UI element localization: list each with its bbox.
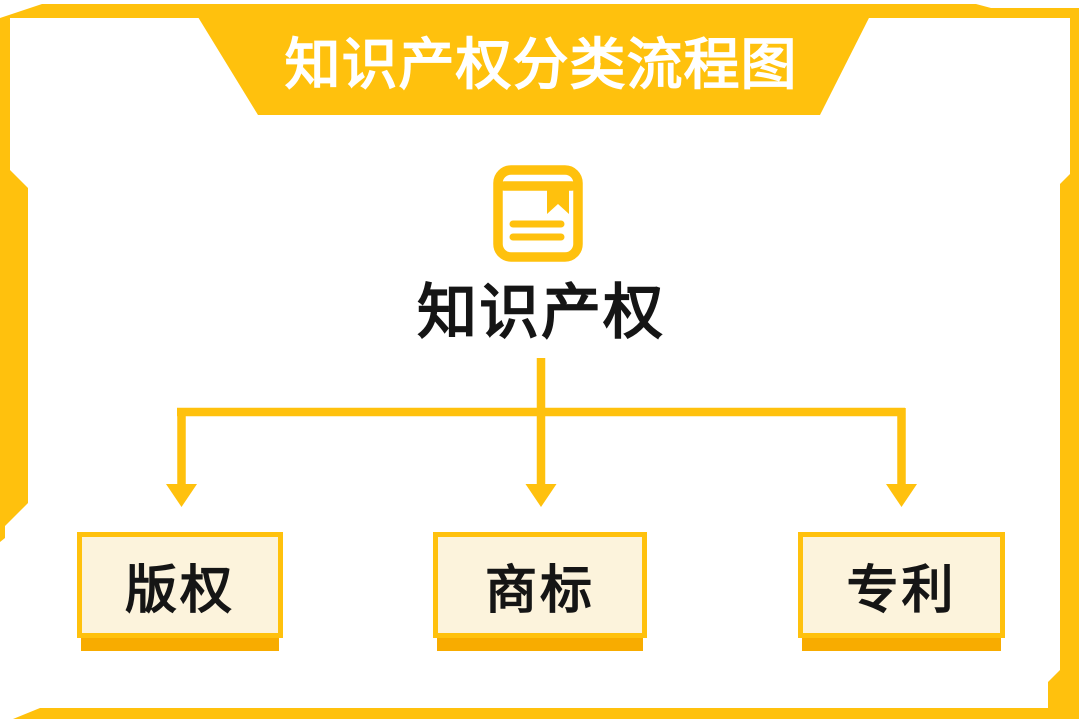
frame-bottom-band (13, 708, 1079, 719)
book-icon (493, 165, 583, 262)
arrowhead-icon (886, 484, 917, 507)
title-banner (190, 4, 876, 115)
root-node-label: 知识产权 (417, 279, 665, 346)
arrowhead-icon (166, 484, 197, 507)
connector-arrows (166, 358, 917, 507)
node-label: 版权 (124, 561, 235, 620)
node-box-copyright: 版权 (77, 532, 283, 651)
page-title: 知识产权分类流程图 (284, 33, 798, 96)
node-box-patent: 专利 (798, 532, 1005, 651)
node-box-trademark: 商标 (433, 532, 647, 651)
arrowhead-icon (525, 484, 557, 507)
frame-right-border (1048, 18, 1079, 708)
node-label: 专利 (846, 561, 957, 620)
frame-left-border (0, 18, 28, 542)
node-label: 商标 (484, 561, 595, 620)
